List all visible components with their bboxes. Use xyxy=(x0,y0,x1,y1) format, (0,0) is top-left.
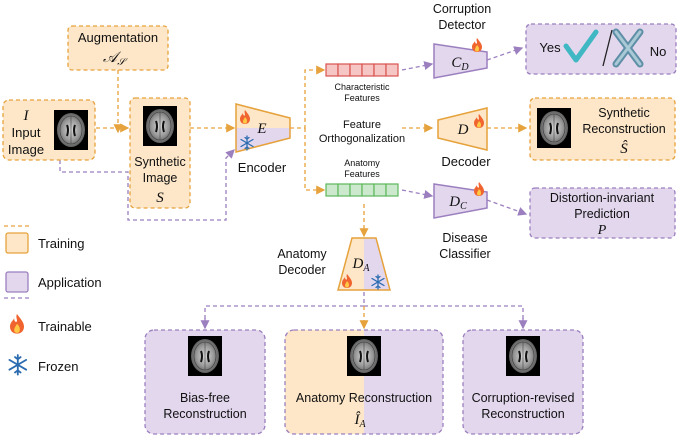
legend-application: Application xyxy=(38,275,102,290)
corruption-detector-label-line1: Corruption xyxy=(433,2,491,16)
anatomy-features: Anatomy Features xyxy=(325,158,399,197)
orthogonalization-label-line1: Feature xyxy=(343,119,381,131)
prediction-box: Distortion-invariant Prediction P xyxy=(529,187,676,239)
synthetic-label-line1: Synthetic xyxy=(134,155,185,169)
snowflake-icon xyxy=(8,354,28,376)
corruption-detector: Corruption Detector CD xyxy=(433,2,491,79)
trainable-icon xyxy=(472,38,482,52)
prediction-label-line2: Prediction xyxy=(574,207,630,221)
decoder-label: Decoder xyxy=(441,154,491,169)
bias-free-label-line2: Reconstruction xyxy=(163,407,246,421)
input-label-line1: Input xyxy=(12,125,41,140)
corruption-revised-label-line1: Corruption-revised xyxy=(472,391,575,405)
anatomy-reconstruction-symbol: ÎA xyxy=(353,411,366,430)
disease-classifier-symbol: DC xyxy=(448,194,467,212)
yes-no-box: Yes No xyxy=(525,23,677,75)
yes-label: Yes xyxy=(539,40,561,55)
orthogonalization-label-line2: Orthogonalization xyxy=(319,133,405,145)
arrow-anatomy-to-classifier xyxy=(401,189,434,199)
training-swatch xyxy=(5,232,29,254)
corruption-detector-label-line2: Detector xyxy=(438,18,485,32)
anatomy-reconstruction-brain-image xyxy=(346,335,382,377)
anatomy-features-label-line1: Anatomy xyxy=(344,158,380,168)
no-label: No xyxy=(650,44,667,59)
encoder-symbol: E xyxy=(256,121,266,137)
synthetic-reconstruction-brain-image xyxy=(536,107,572,149)
anatomy-decoder: Anatomy Decoder DA xyxy=(277,237,391,291)
legend-trainable: Trainable xyxy=(38,319,92,334)
check-icon xyxy=(563,29,599,63)
flame-icon xyxy=(10,314,24,334)
decoder: D Decoder xyxy=(437,107,491,169)
arrow-encoder-to-characteristic xyxy=(290,65,326,129)
prediction-label-line1: Distortion-invariant xyxy=(550,191,655,205)
input-image-box: I Input Image xyxy=(2,99,96,161)
disease-classifier-label-line1: Disease xyxy=(442,231,487,245)
encoder-label: Encoder xyxy=(238,160,287,175)
augmentation-label: Augmentation xyxy=(78,30,158,45)
arrow-classifier-to-prediction xyxy=(486,199,528,216)
characteristic-features: Characteristic Features xyxy=(325,63,399,103)
legend: Training Application Trainable Frozen xyxy=(4,225,102,376)
arrow-input-application-path xyxy=(59,149,235,221)
legend-frozen: Frozen xyxy=(38,359,78,374)
disease-classifier-label-line2: Classifier xyxy=(439,247,490,261)
bias-free-brain-image xyxy=(187,335,223,377)
input-brain-image xyxy=(53,109,89,151)
decoder-symbol: D xyxy=(457,122,469,138)
trainable-icon xyxy=(474,182,484,196)
encoder: E Encoder xyxy=(235,103,291,175)
synthetic-label-line2: Image xyxy=(143,171,178,185)
corruption-detector-symbol: CD xyxy=(451,55,469,73)
corruption-revised-label-line2: Reconstruction xyxy=(481,407,564,421)
synthetic-reconstruction-label-line2: Reconstruction xyxy=(582,122,665,136)
connections xyxy=(59,46,528,330)
application-swatch xyxy=(5,271,29,293)
synthetic-brain-image xyxy=(142,105,178,147)
anatomy-features-label-line2: Features xyxy=(344,169,380,179)
anatomy-reconstruction-label: Anatomy Reconstruction xyxy=(296,391,432,405)
synthetic-image-box: Synthetic Image S xyxy=(129,97,191,209)
anatomy-decoder-symbol: DA xyxy=(352,256,371,274)
legend-training: Training xyxy=(38,236,84,251)
synthetic-reconstruction-symbol: Ŝ xyxy=(620,140,628,157)
arrow-decoder-branch xyxy=(204,292,524,326)
prediction-symbol: P xyxy=(597,223,607,238)
synthetic-reconstruction-label-line1: Synthetic xyxy=(598,106,649,120)
bias-free-reconstruction-box: Bias-free Reconstruction xyxy=(144,329,266,435)
anatomy-reconstruction-box: Anatomy Reconstruction ÎA xyxy=(284,329,444,435)
arrow-characteristic-to-detector xyxy=(401,61,434,71)
disease-classifier: DC Disease Classifier xyxy=(433,182,491,261)
corruption-revised-reconstruction-box: Corruption-revised Reconstruction xyxy=(462,329,584,435)
cross-icon xyxy=(612,28,644,68)
synthetic-symbol: S xyxy=(156,190,164,206)
characteristic-label-line1: Characteristic xyxy=(334,82,390,92)
augmentation-box: Augmentation 𝒜𝒮 xyxy=(67,25,169,71)
input-label-line2: Image xyxy=(8,142,44,157)
anatomy-decoder-label-line2: Decoder xyxy=(278,263,325,277)
slash-divider xyxy=(602,29,613,67)
synthetic-reconstruction-box: Synthetic Reconstruction Ŝ xyxy=(529,97,676,161)
corruption-revised-brain-image xyxy=(505,335,541,377)
anatomy-decoder-label-line1: Anatomy xyxy=(277,247,327,261)
arrow-detector-to-yes-no xyxy=(486,46,524,61)
input-symbol: I xyxy=(23,108,30,124)
characteristic-label-line2: Features xyxy=(344,93,380,103)
bias-free-label-line1: Bias-free xyxy=(180,391,230,405)
